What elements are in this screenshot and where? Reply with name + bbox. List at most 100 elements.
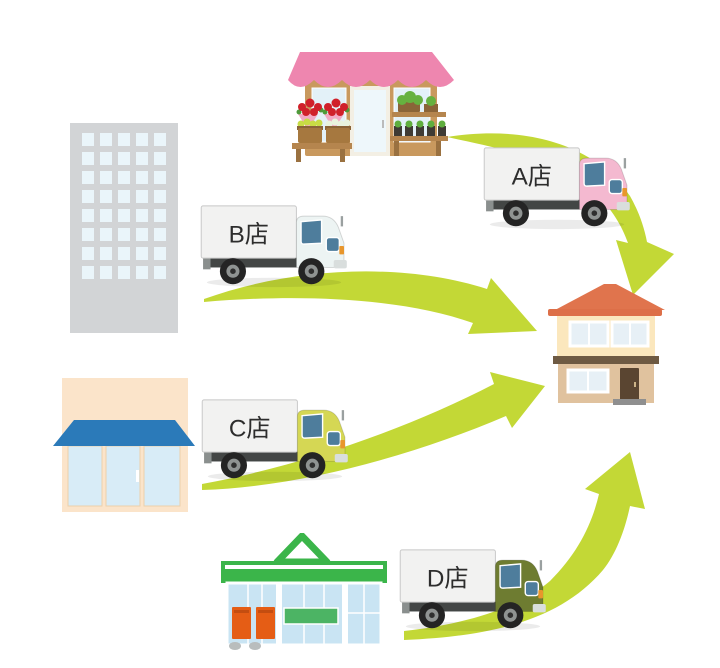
window-frame-divider bbox=[342, 583, 348, 645]
glass-door-left bbox=[67, 445, 103, 507]
office-window bbox=[82, 209, 94, 222]
pink-scalloped-awning bbox=[288, 52, 454, 87]
office-building-windows bbox=[82, 133, 166, 279]
front-bumper bbox=[616, 202, 630, 211]
side-mirror bbox=[539, 560, 543, 571]
truck-label: C店 bbox=[229, 415, 271, 442]
side-mirror bbox=[623, 158, 627, 169]
door-knob bbox=[634, 382, 636, 387]
side-mirror bbox=[340, 216, 344, 227]
front-bumper bbox=[334, 454, 348, 463]
vending-machines bbox=[232, 607, 275, 639]
truck-chassis bbox=[207, 450, 313, 462]
truck-chassis bbox=[206, 256, 312, 268]
turn-signal bbox=[538, 590, 543, 599]
office-window bbox=[154, 190, 166, 203]
flower-shop-door bbox=[354, 90, 386, 152]
truck-label: B店 bbox=[229, 221, 269, 248]
delivery-truck-c: C店 bbox=[201, 399, 348, 482]
wheels bbox=[219, 258, 325, 285]
turn-signal bbox=[340, 440, 345, 449]
glass-door-middle bbox=[105, 445, 141, 507]
office-window bbox=[136, 266, 148, 279]
office-window bbox=[82, 133, 94, 146]
office-window bbox=[154, 133, 166, 146]
upper-windows bbox=[568, 320, 650, 348]
blue-awning bbox=[53, 420, 195, 446]
office-window bbox=[100, 152, 112, 165]
door-step bbox=[613, 399, 646, 405]
office-window bbox=[82, 228, 94, 241]
door-handle bbox=[136, 470, 139, 482]
office-window bbox=[118, 266, 130, 279]
rear-bumper bbox=[402, 600, 410, 614]
cab-window bbox=[300, 219, 323, 245]
lower-window bbox=[566, 368, 610, 394]
green-shelf-band bbox=[283, 607, 339, 625]
cab-window bbox=[301, 413, 324, 439]
office-window bbox=[118, 228, 130, 241]
office-window bbox=[82, 190, 94, 203]
flower-shop bbox=[288, 52, 454, 162]
stone bbox=[229, 642, 241, 650]
white-flowers bbox=[325, 118, 351, 128]
yellow-flowers bbox=[297, 118, 323, 128]
office-window bbox=[154, 209, 166, 222]
office-window bbox=[136, 133, 148, 146]
cab-front-window bbox=[524, 580, 540, 597]
red-flowers bbox=[298, 98, 348, 116]
office-window bbox=[136, 152, 148, 165]
truck-label: D店 bbox=[427, 565, 469, 592]
roof-peak bbox=[273, 533, 331, 566]
office-window bbox=[136, 171, 148, 184]
office-window bbox=[100, 266, 112, 279]
office-window bbox=[82, 171, 94, 184]
office-window bbox=[100, 133, 112, 146]
office-window bbox=[118, 152, 130, 165]
stone bbox=[249, 642, 261, 650]
floor-band bbox=[553, 356, 659, 364]
office-window bbox=[118, 247, 130, 260]
arrow-b-to-house bbox=[204, 271, 537, 334]
office-window bbox=[154, 171, 166, 184]
office-window bbox=[82, 247, 94, 260]
plant-stand-right bbox=[390, 91, 448, 156]
office-window bbox=[100, 190, 112, 203]
window-frame-divider bbox=[276, 583, 282, 645]
side-mirror bbox=[341, 410, 345, 421]
turn-signal bbox=[339, 246, 344, 255]
delivery-truck-b: B店 bbox=[200, 205, 347, 288]
office-window bbox=[118, 209, 130, 222]
rear-bumper bbox=[486, 198, 494, 212]
glass-door-right bbox=[143, 445, 181, 507]
cab-window bbox=[499, 563, 522, 589]
roof-eave bbox=[548, 309, 662, 316]
convenience-store bbox=[221, 533, 387, 650]
office-window bbox=[136, 247, 148, 260]
front-door bbox=[620, 368, 639, 400]
turn-signal bbox=[622, 188, 627, 197]
wheels bbox=[220, 452, 326, 479]
storefront-blue-awning bbox=[53, 378, 195, 512]
office-window bbox=[100, 247, 112, 260]
office-window bbox=[154, 266, 166, 279]
house-roof bbox=[555, 284, 665, 310]
cab-window bbox=[583, 161, 606, 187]
office-window bbox=[100, 209, 112, 222]
cab-front-window bbox=[608, 178, 624, 195]
rear-bumper bbox=[204, 450, 212, 464]
office-window bbox=[136, 190, 148, 203]
green-sign-band bbox=[221, 561, 387, 583]
office-window bbox=[154, 247, 166, 260]
office-window bbox=[118, 171, 130, 184]
delivery-truck-a: A店 bbox=[483, 147, 630, 230]
wheels bbox=[418, 602, 524, 629]
office-window bbox=[100, 171, 112, 184]
office-window bbox=[82, 266, 94, 279]
truck-chassis bbox=[405, 600, 511, 612]
front-bumper bbox=[532, 604, 546, 613]
door-handle bbox=[382, 120, 384, 128]
rear-bumper bbox=[203, 256, 211, 270]
office-window bbox=[154, 152, 166, 165]
